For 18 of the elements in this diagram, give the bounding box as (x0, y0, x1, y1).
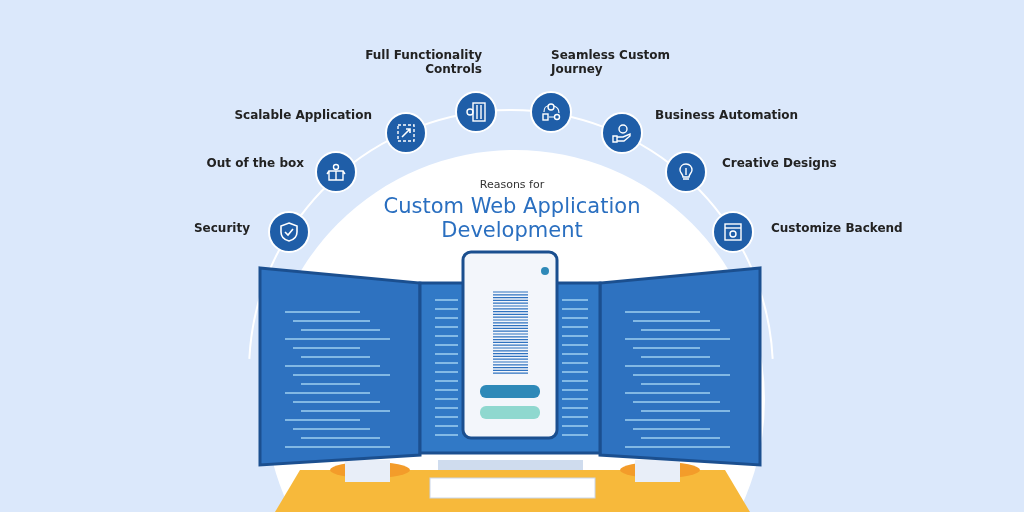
feature-label: Customize Backend (771, 221, 904, 235)
gear-cycle-icon (530, 91, 572, 133)
feature-label: Creative Designs (722, 156, 838, 170)
hand-gear-icon (601, 112, 643, 154)
feature-label: Scalable Application (233, 108, 372, 122)
lightbulb-icon (665, 151, 707, 193)
browser-gear-icon (712, 211, 754, 253)
feature-label: Out of the box (205, 156, 304, 170)
sliders-icon (455, 91, 497, 133)
feature-label: Full Functionality Controls (364, 48, 482, 76)
resize-icon (385, 112, 427, 154)
feature-label: Security (192, 221, 250, 235)
box-icon (315, 151, 357, 193)
shield-icon (268, 211, 310, 253)
subtitle: Reasons for (478, 178, 546, 191)
feature-label: Business Automation (655, 108, 800, 122)
title: Custom Web Application Development (382, 194, 642, 242)
feature-label: Seamless Custom Journey (551, 48, 672, 76)
